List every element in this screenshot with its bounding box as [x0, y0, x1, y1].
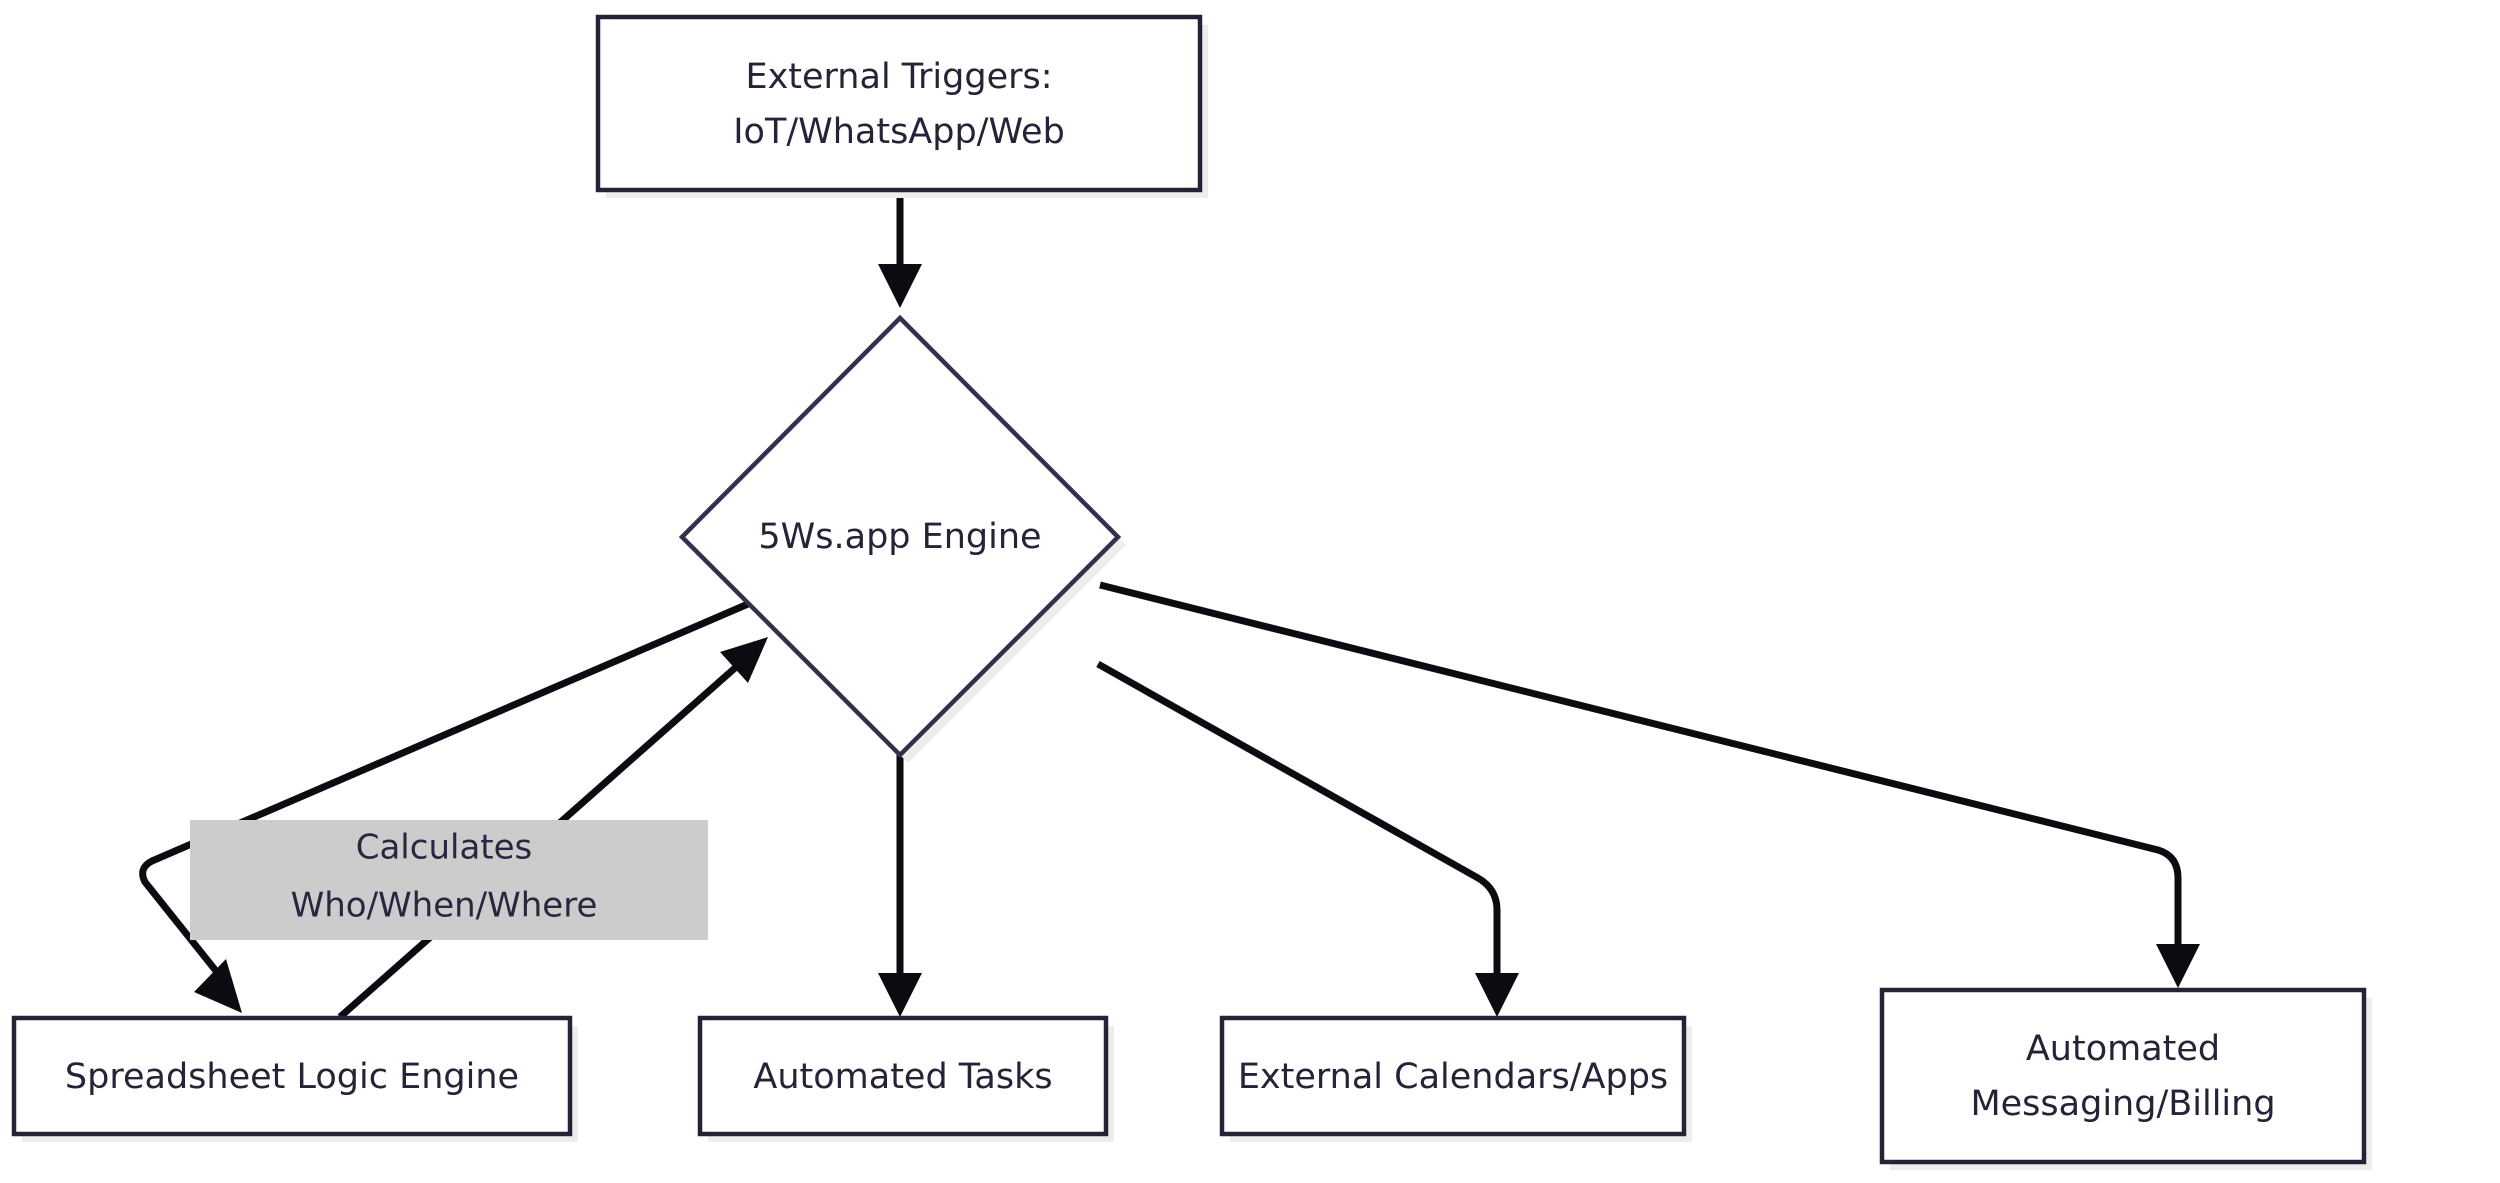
arrowhead-icon [720, 637, 768, 683]
edge-label-line2: Who/When/Where [291, 886, 598, 926]
node-box [1879, 987, 2367, 1165]
arrowhead-icon [2156, 944, 2200, 988]
node-diamond [678, 314, 1122, 759]
edge-line [139, 600, 750, 989]
node-box [11, 1015, 573, 1137]
edge-label-background [190, 820, 708, 940]
edge-engine-to-automated-messaging-billing [1099, 581, 2200, 988]
edge-engine-to-spreadsheet-logic-engine [139, 600, 750, 1013]
node-label-line1: External Calendars/Apps [1238, 1057, 1668, 1097]
arrowhead-icon [878, 264, 922, 308]
edge-engine-to-external-calendars-apps [1096, 660, 1519, 1017]
node-spreadsheet-logic-engine[interactable]: Spreadsheet Logic Engine [11, 1015, 578, 1142]
edge-external-triggers-to-engine [878, 190, 922, 308]
node-automated-messaging-billing[interactable]: Automated Messaging/Billing [1879, 987, 2372, 1170]
edge-label-calculates: Calculates Who/When/Where [190, 820, 708, 940]
arrowhead-icon [1475, 973, 1519, 1017]
node-box [697, 1015, 1109, 1137]
node-engine[interactable]: 5Ws.app Engine [678, 314, 1126, 763]
edge-line [1096, 660, 1501, 992]
arrowhead-icon [194, 959, 242, 1013]
node-label-line1: Spreadsheet Logic Engine [65, 1057, 519, 1097]
arrowhead-icon [878, 973, 922, 1017]
edge-engine-to-automated-tasks [878, 755, 922, 1017]
node-label-line1: Automated [2026, 1029, 2220, 1069]
node-label-line1: 5Ws.app Engine [758, 517, 1041, 557]
node-label-line1: Automated Tasks [753, 1057, 1052, 1097]
node-label-line2: IoT/WhatsApp/Web [733, 112, 1065, 152]
node-box [1219, 1015, 1687, 1137]
node-automated-tasks[interactable]: Automated Tasks [697, 1015, 1114, 1142]
node-external-triggers[interactable]: External Triggers: IoT/WhatsApp/Web [595, 14, 1208, 198]
edge-line [1099, 581, 2182, 962]
node-box [595, 14, 1203, 193]
node-external-calendars-apps[interactable]: External Calendars/Apps [1219, 1015, 1692, 1142]
node-label-line1: External Triggers: [745, 57, 1052, 97]
node-label-line2: Messaging/Billing [1970, 1084, 2275, 1124]
edge-label-line1: Calculates [356, 828, 533, 868]
